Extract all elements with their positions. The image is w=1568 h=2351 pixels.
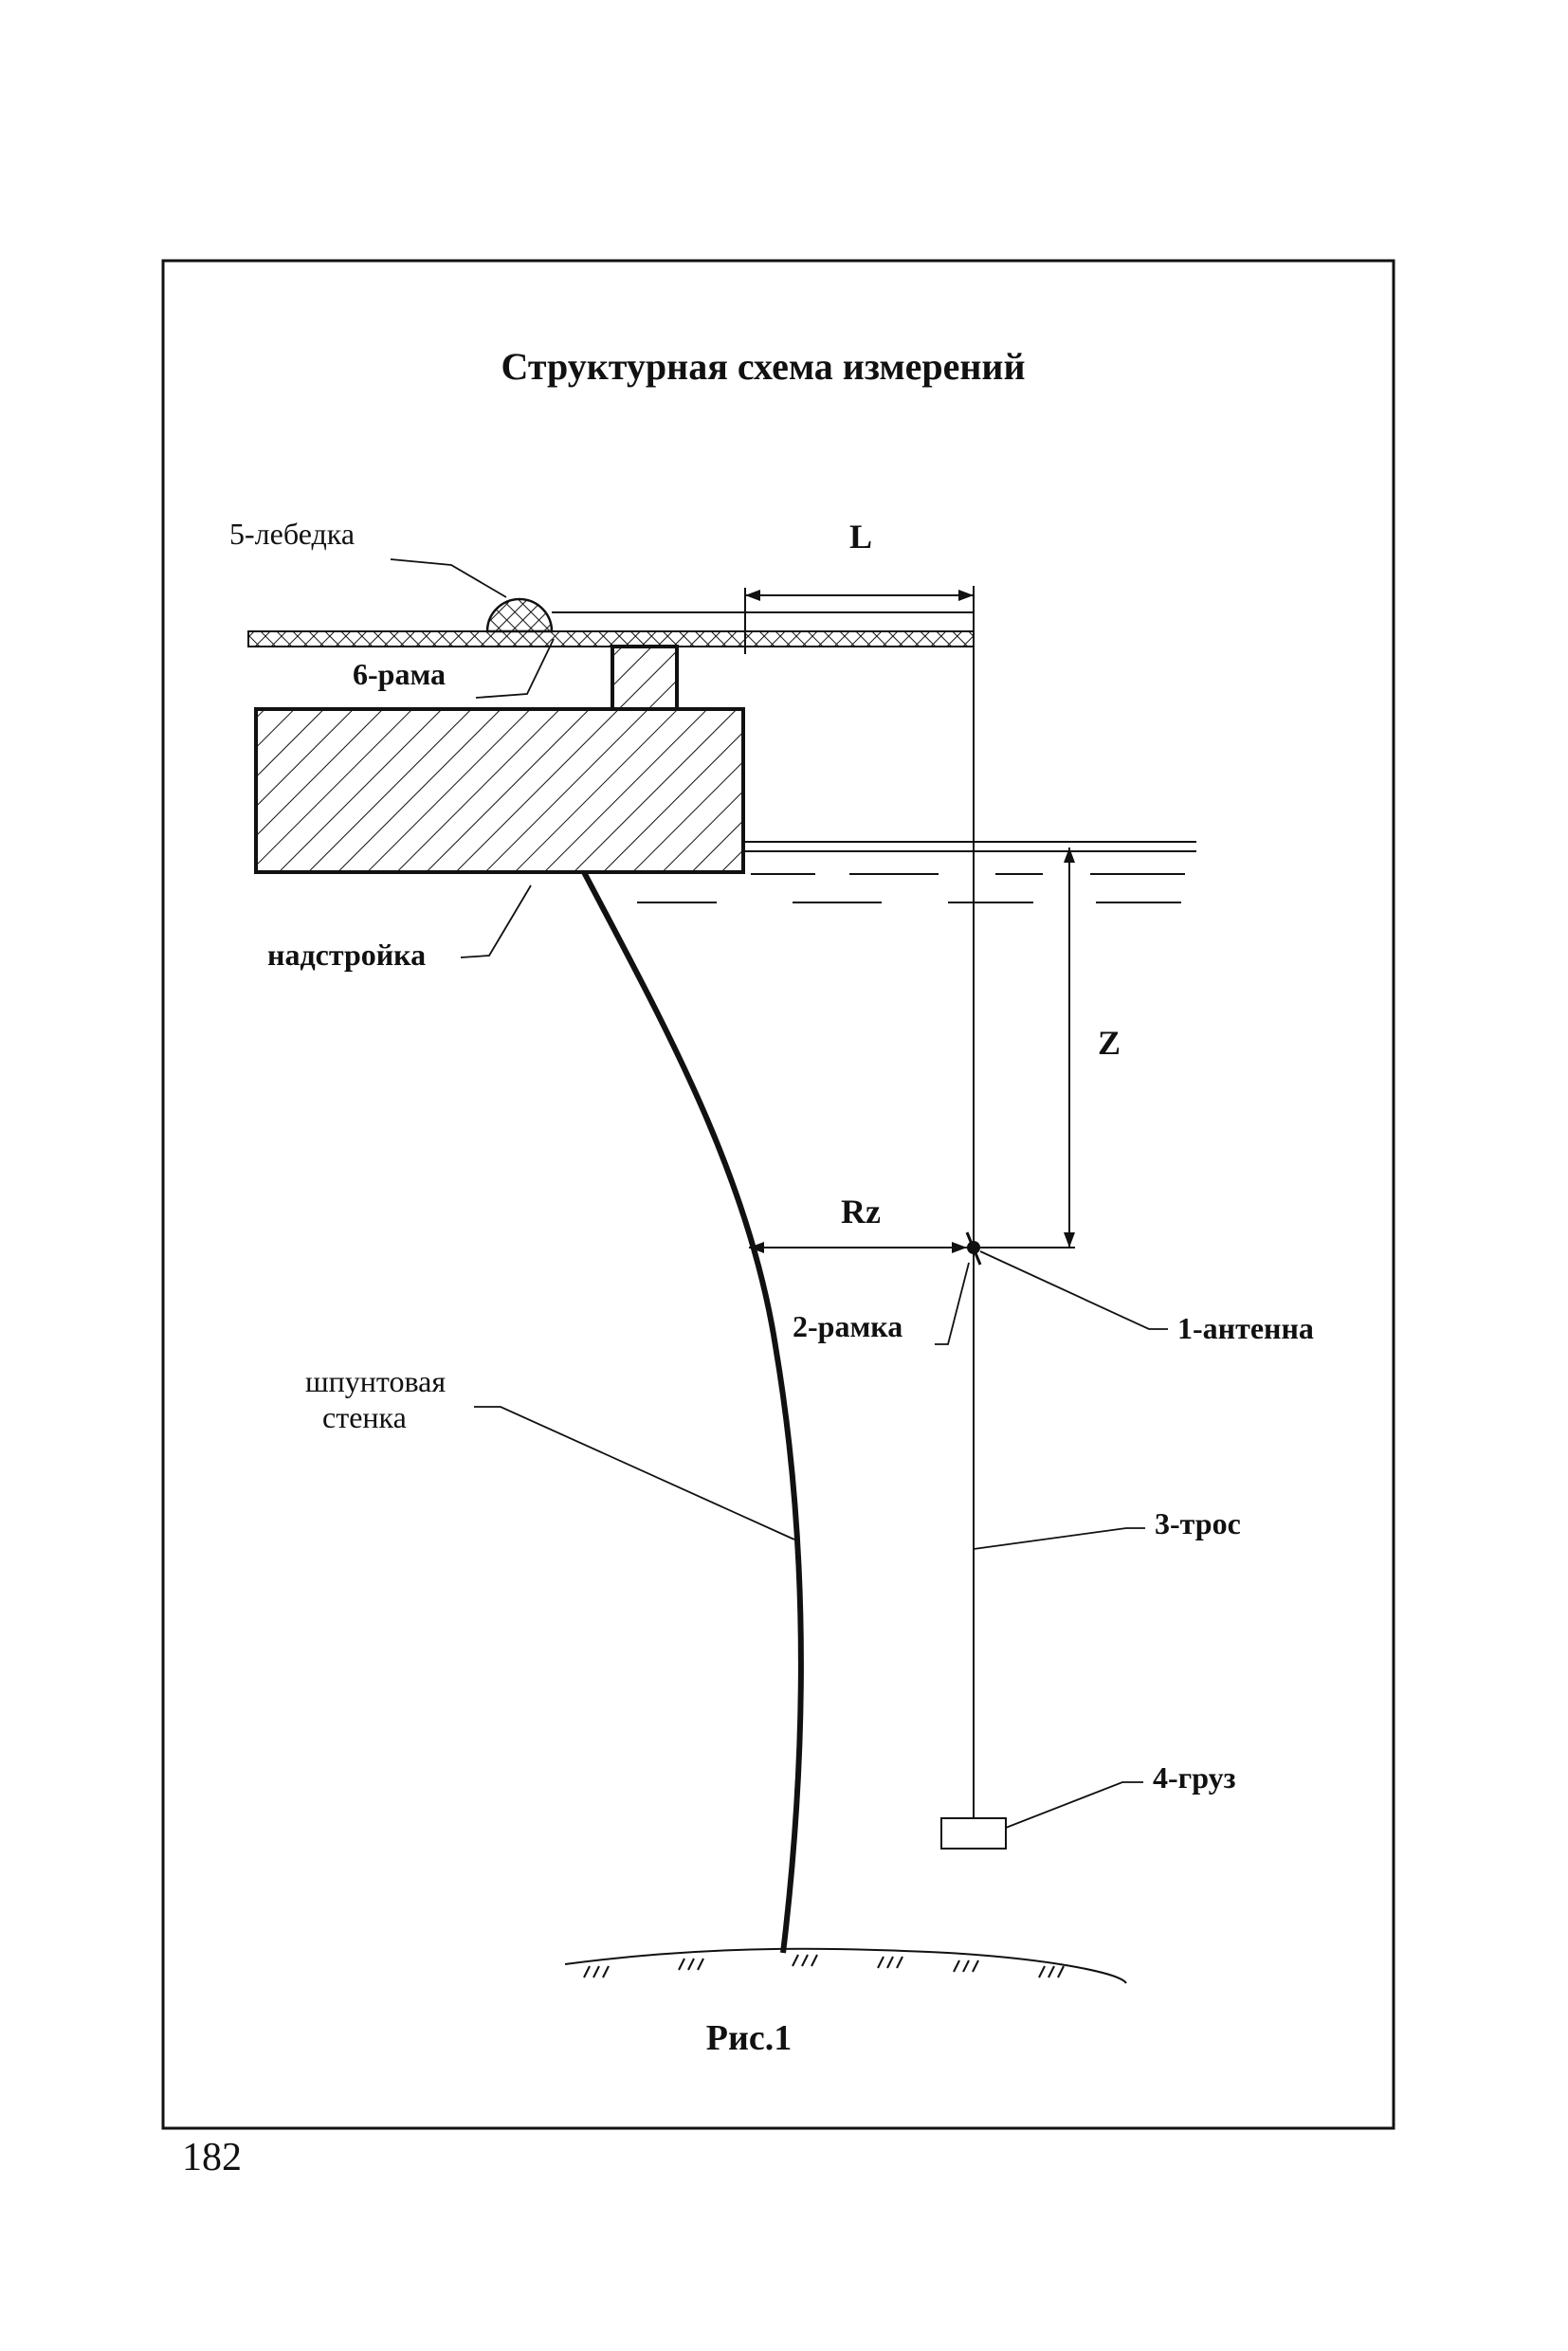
figure-caption: Рис.1 xyxy=(706,2018,792,2058)
winch xyxy=(485,597,554,633)
Z-arrow-top xyxy=(1064,847,1075,863)
Z-label: Z xyxy=(1098,1024,1121,1062)
Rz-arrow-left xyxy=(749,1242,764,1253)
frame-label: 6-рама xyxy=(353,657,446,691)
winch-leader xyxy=(390,558,507,598)
sheet-pile-wall xyxy=(581,870,804,1954)
deck-beam xyxy=(247,630,975,647)
Rz-arrow-right xyxy=(952,1242,967,1253)
L-label: L xyxy=(849,518,872,556)
L-arrow-right xyxy=(958,590,974,601)
loop-frame xyxy=(965,1231,982,1266)
Z-arrow-bottom xyxy=(1064,1232,1075,1248)
weight-label: 4-груз xyxy=(1153,1760,1236,1795)
antenna-label: 1-антенна xyxy=(1177,1311,1314,1345)
loop-leader xyxy=(935,1262,970,1345)
sheet-wall-label-line1: шпунтовая xyxy=(305,1364,446,1398)
sheet-wall-leader xyxy=(474,1406,795,1540)
L-arrow-left xyxy=(745,590,760,601)
superstructure-label: надстройка xyxy=(267,938,426,972)
seabed-line xyxy=(564,1947,1127,1984)
cable-label: 3-трос xyxy=(1155,1506,1241,1540)
frame-leader xyxy=(475,638,555,699)
page-number: 182 xyxy=(182,2136,242,2179)
frame-post xyxy=(611,645,679,711)
loop-label: 2-рамка xyxy=(793,1309,903,1343)
superstructure-leader xyxy=(460,884,532,958)
superstructure-block xyxy=(254,707,745,874)
winch-label: 5-лебедка xyxy=(229,517,355,551)
cable-leader xyxy=(973,1527,1145,1550)
weight-block xyxy=(940,1817,1007,1850)
Rz-label: Rz xyxy=(841,1193,881,1230)
sheet-wall-label-line2: стенка xyxy=(322,1400,407,1434)
figure-title: Структурная схема измерений xyxy=(501,345,1026,388)
weight-leader xyxy=(1005,1781,1143,1829)
seabed-hatch-marks xyxy=(583,1954,1065,1978)
figure-border xyxy=(161,259,1395,2130)
antenna-leader xyxy=(979,1250,1168,1330)
